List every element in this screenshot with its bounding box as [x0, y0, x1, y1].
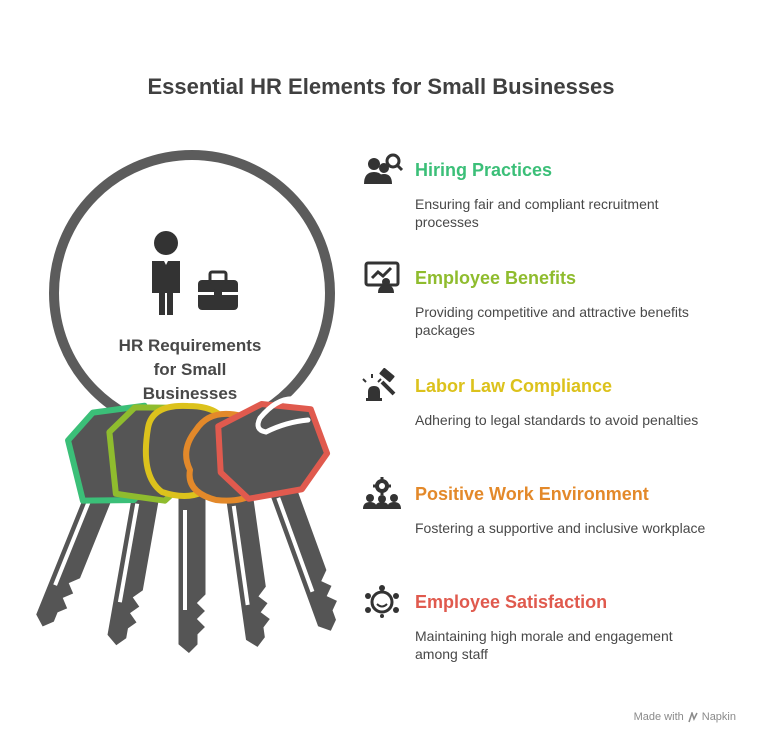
- ring-label-line3: Businesses: [142, 384, 238, 403]
- key-blade-2: [104, 485, 164, 650]
- team-gear-icon: [363, 477, 401, 509]
- key-blade-1: [32, 473, 121, 631]
- item-description: Providing competitive and attractive ben…: [415, 304, 689, 338]
- item-description: Adhering to legal standards to avoid pen…: [415, 412, 699, 428]
- item-description: Fostering a supportive and inclusive wor…: [415, 520, 706, 536]
- presentation-screen-icon: [364, 261, 400, 293]
- item-description: Maintaining high morale and engagement a…: [415, 628, 673, 662]
- item-heading: Labor Law Compliance: [415, 376, 613, 396]
- key-blade-5: [263, 474, 341, 635]
- key-blades: [32, 473, 341, 658]
- item-heading: Employee Satisfaction: [415, 592, 608, 612]
- napkin-logo-icon: [688, 711, 698, 722]
- item-heading: Employee Benefits: [415, 268, 577, 288]
- made-with-label: Made with: [633, 711, 684, 723]
- diagram-title: Essential HR Elements for Small Business…: [147, 74, 615, 99]
- ring-center-label: HR Requirements for Small Businesses: [95, 334, 285, 406]
- key-blade-3: [175, 493, 210, 658]
- gavel-icon: [362, 368, 396, 401]
- key-blade-4: [222, 486, 274, 651]
- people-search-icon: [364, 153, 404, 184]
- ring-label-line2: for Small: [153, 360, 227, 379]
- group-smile-icon: [365, 585, 399, 618]
- napkin-brand-label: Napkin: [701, 711, 736, 723]
- item-description: Ensuring fair and compliant recruitment …: [415, 196, 659, 230]
- napkin-credit[interactable]: Made with Napkin: [634, 711, 736, 723]
- item-heading: Hiring Practices: [415, 160, 553, 180]
- ring-label-line1: HR Requirements: [118, 336, 262, 355]
- businessperson-icon: [152, 231, 238, 315]
- ring-link: [255, 396, 311, 435]
- item-heading: Positive Work Environment: [415, 484, 649, 504]
